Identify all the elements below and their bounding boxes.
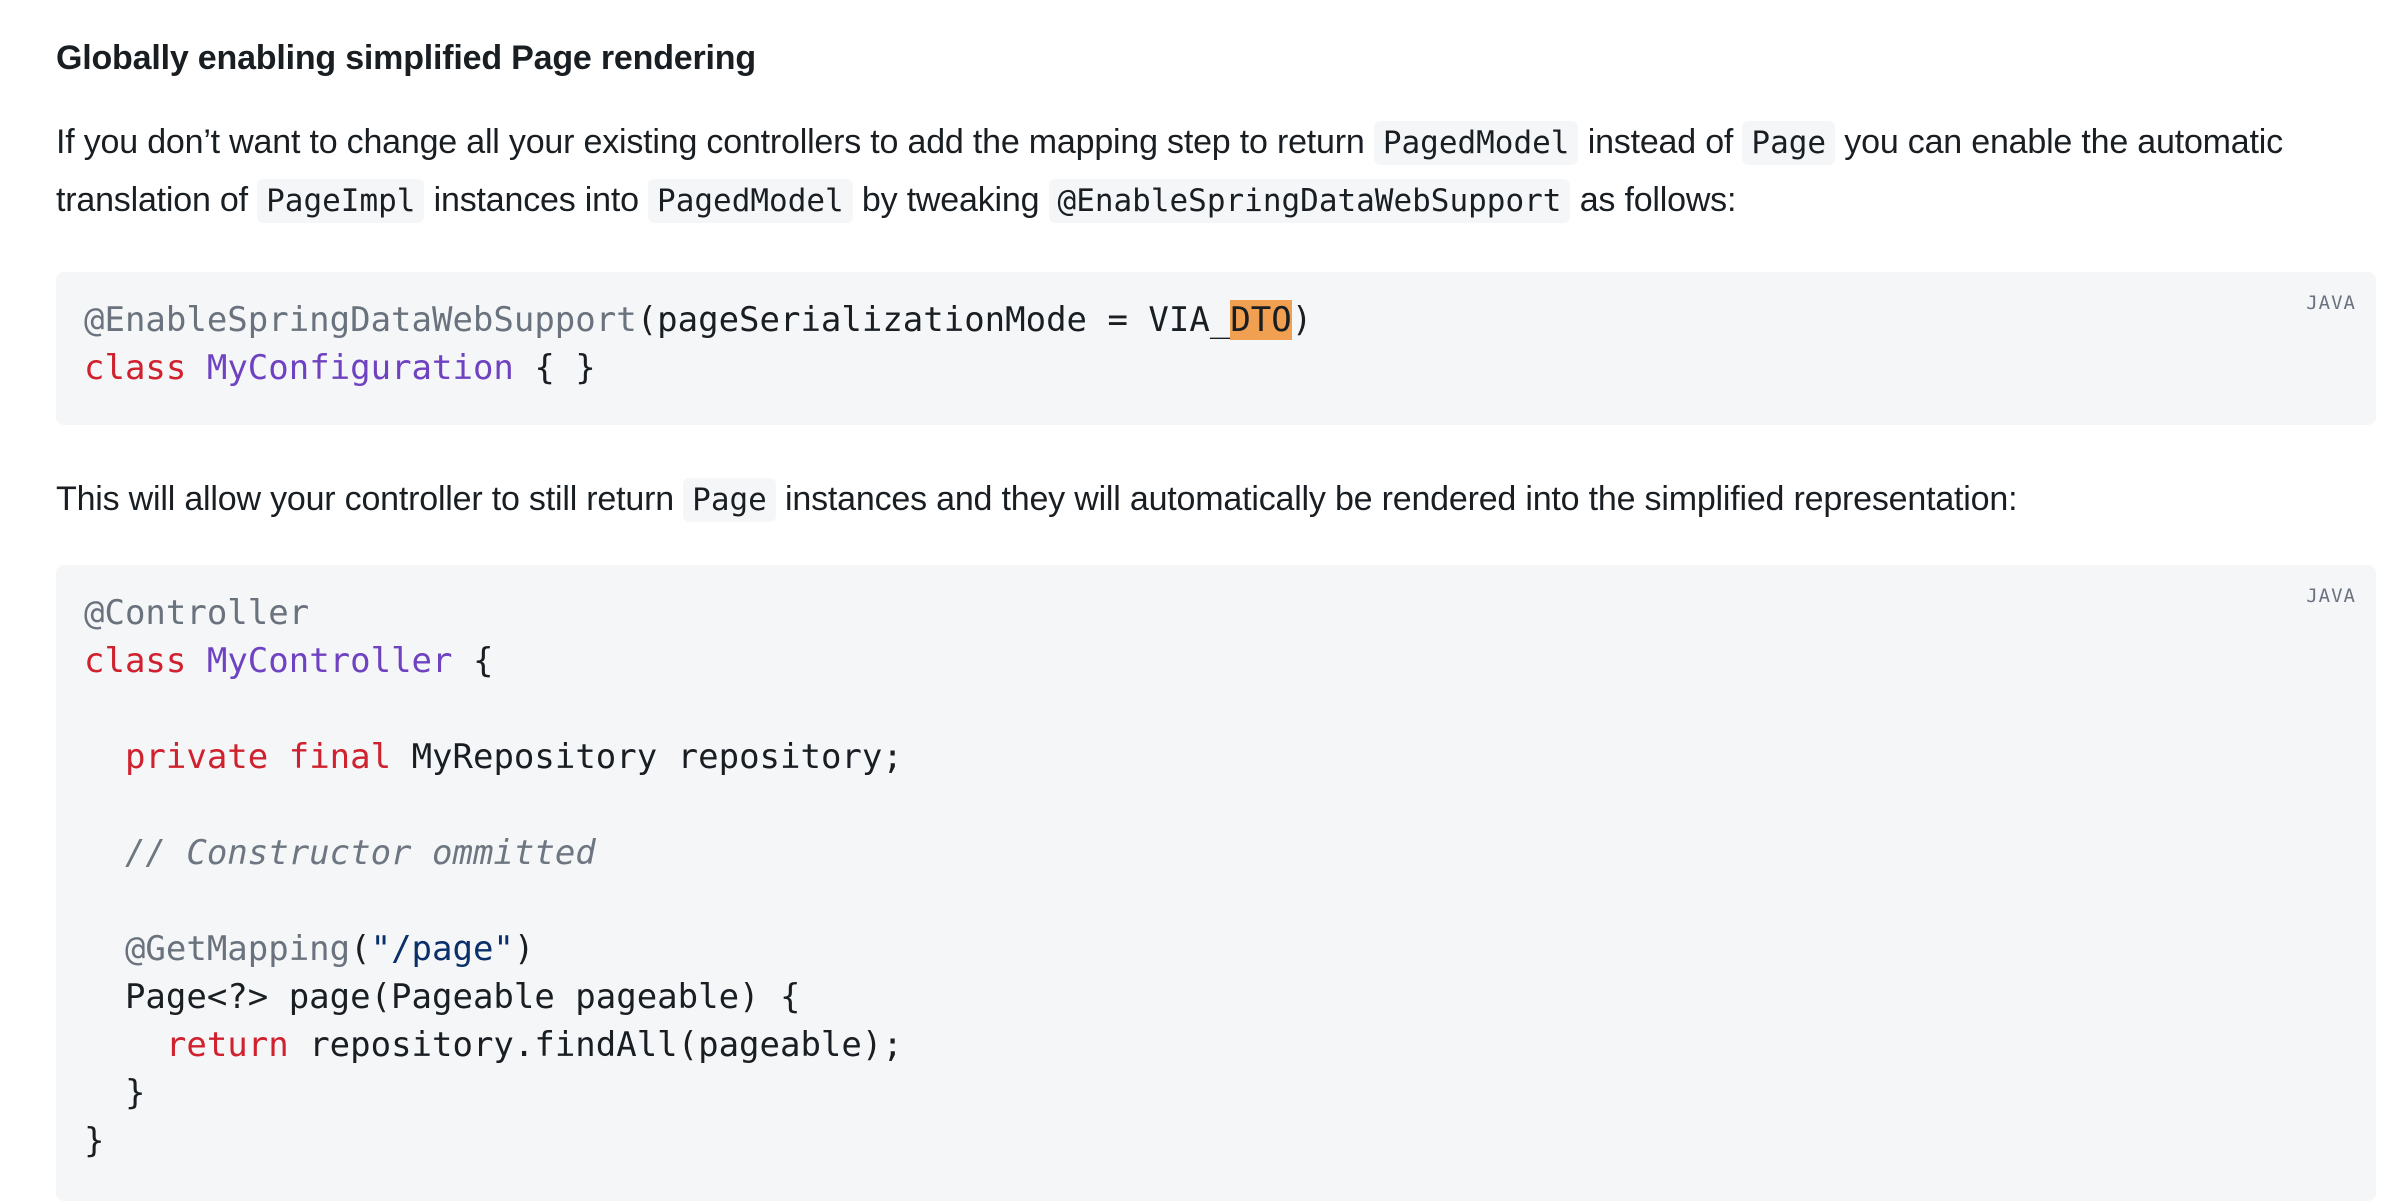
code-annotation: @GetMapping <box>124 929 351 969</box>
inline-code-pageimpl: PageImpl <box>257 179 425 223</box>
code-text: { } <box>513 348 596 388</box>
language-label: JAVA <box>2306 585 2356 607</box>
code-text: Page<?> page(Pageable pageable) { <box>124 977 801 1017</box>
code-text: repository.findAll(pageable); <box>288 1025 903 1065</box>
code-annotation: @Controller <box>84 593 310 633</box>
text-fragment: instances and they will automatically be… <box>775 480 2018 518</box>
section-title-prefix: Globally enabling simplified <box>56 39 512 77</box>
language-label: JAVA <box>2306 292 2356 314</box>
section-title: Globally enabling simplified Page render… <box>56 30 2376 86</box>
code-annotation: @EnableSpringDataWebSupport <box>84 300 637 340</box>
inline-code-enable-annotation: @EnableSpringDataWebSupport <box>1048 179 1571 223</box>
inline-code-page: Page <box>1742 121 1836 165</box>
inline-code-page-2: Page <box>683 478 776 522</box>
code-keyword: final <box>288 737 392 777</box>
code-listing: @EnableSpringDataWebSupport(pageSerializ… <box>84 296 2348 392</box>
search-highlight: DTO <box>1230 300 1292 340</box>
code-text: } <box>124 1073 146 1113</box>
text-fragment: instead of <box>1578 123 1743 161</box>
explanation-paragraph: This will allow your controller to still… <box>56 471 2376 529</box>
code-keyword: private <box>124 737 269 777</box>
text-fragment: instances into <box>424 181 649 219</box>
text-fragment: by tweaking <box>852 181 1049 219</box>
code-text: (pageSerializationMode = VIA_ <box>636 300 1231 340</box>
section-title-suffix: rendering <box>591 39 756 77</box>
code-text: ( <box>350 929 371 969</box>
inline-code-pagedmodel: PagedModel <box>1373 121 1579 165</box>
code-class-name: MyController <box>206 641 453 681</box>
code-comment: // Constructor ommitted <box>124 833 596 873</box>
document-content: Globally enabling simplified Page render… <box>56 30 2376 1201</box>
text-fragment: If you don’t want to change all your exi… <box>56 123 1374 161</box>
code-text: ) <box>1291 300 1313 340</box>
code-block-configuration[interactable]: JAVA @EnableSpringDataWebSupport(pageSer… <box>56 272 2376 425</box>
code-class-name: MyConfiguration <box>206 348 514 388</box>
code-listing: @Controller class MyController { private… <box>84 589 2348 1165</box>
intro-paragraph: If you don’t want to change all your exi… <box>56 114 2376 230</box>
code-text: } <box>84 1121 105 1161</box>
code-text: ) <box>513 929 535 969</box>
code-keyword: class <box>84 348 187 388</box>
code-text: { <box>452 641 494 681</box>
text-fragment: as follows: <box>1570 181 1737 219</box>
code-text: MyRepository repository; <box>391 737 903 777</box>
text-fragment: This will allow your controller to still… <box>56 480 684 518</box>
code-string: "/page" <box>370 929 514 969</box>
code-keyword: class <box>84 641 187 681</box>
inline-code-pagedmodel-2: PagedModel <box>648 179 853 223</box>
code-block-controller[interactable]: JAVA @Controller class MyController { pr… <box>56 565 2376 1201</box>
text-fragment: you can enable the automatic translation… <box>56 123 2283 219</box>
section-title-code: Page <box>511 39 592 77</box>
code-keyword: return <box>165 1025 289 1065</box>
